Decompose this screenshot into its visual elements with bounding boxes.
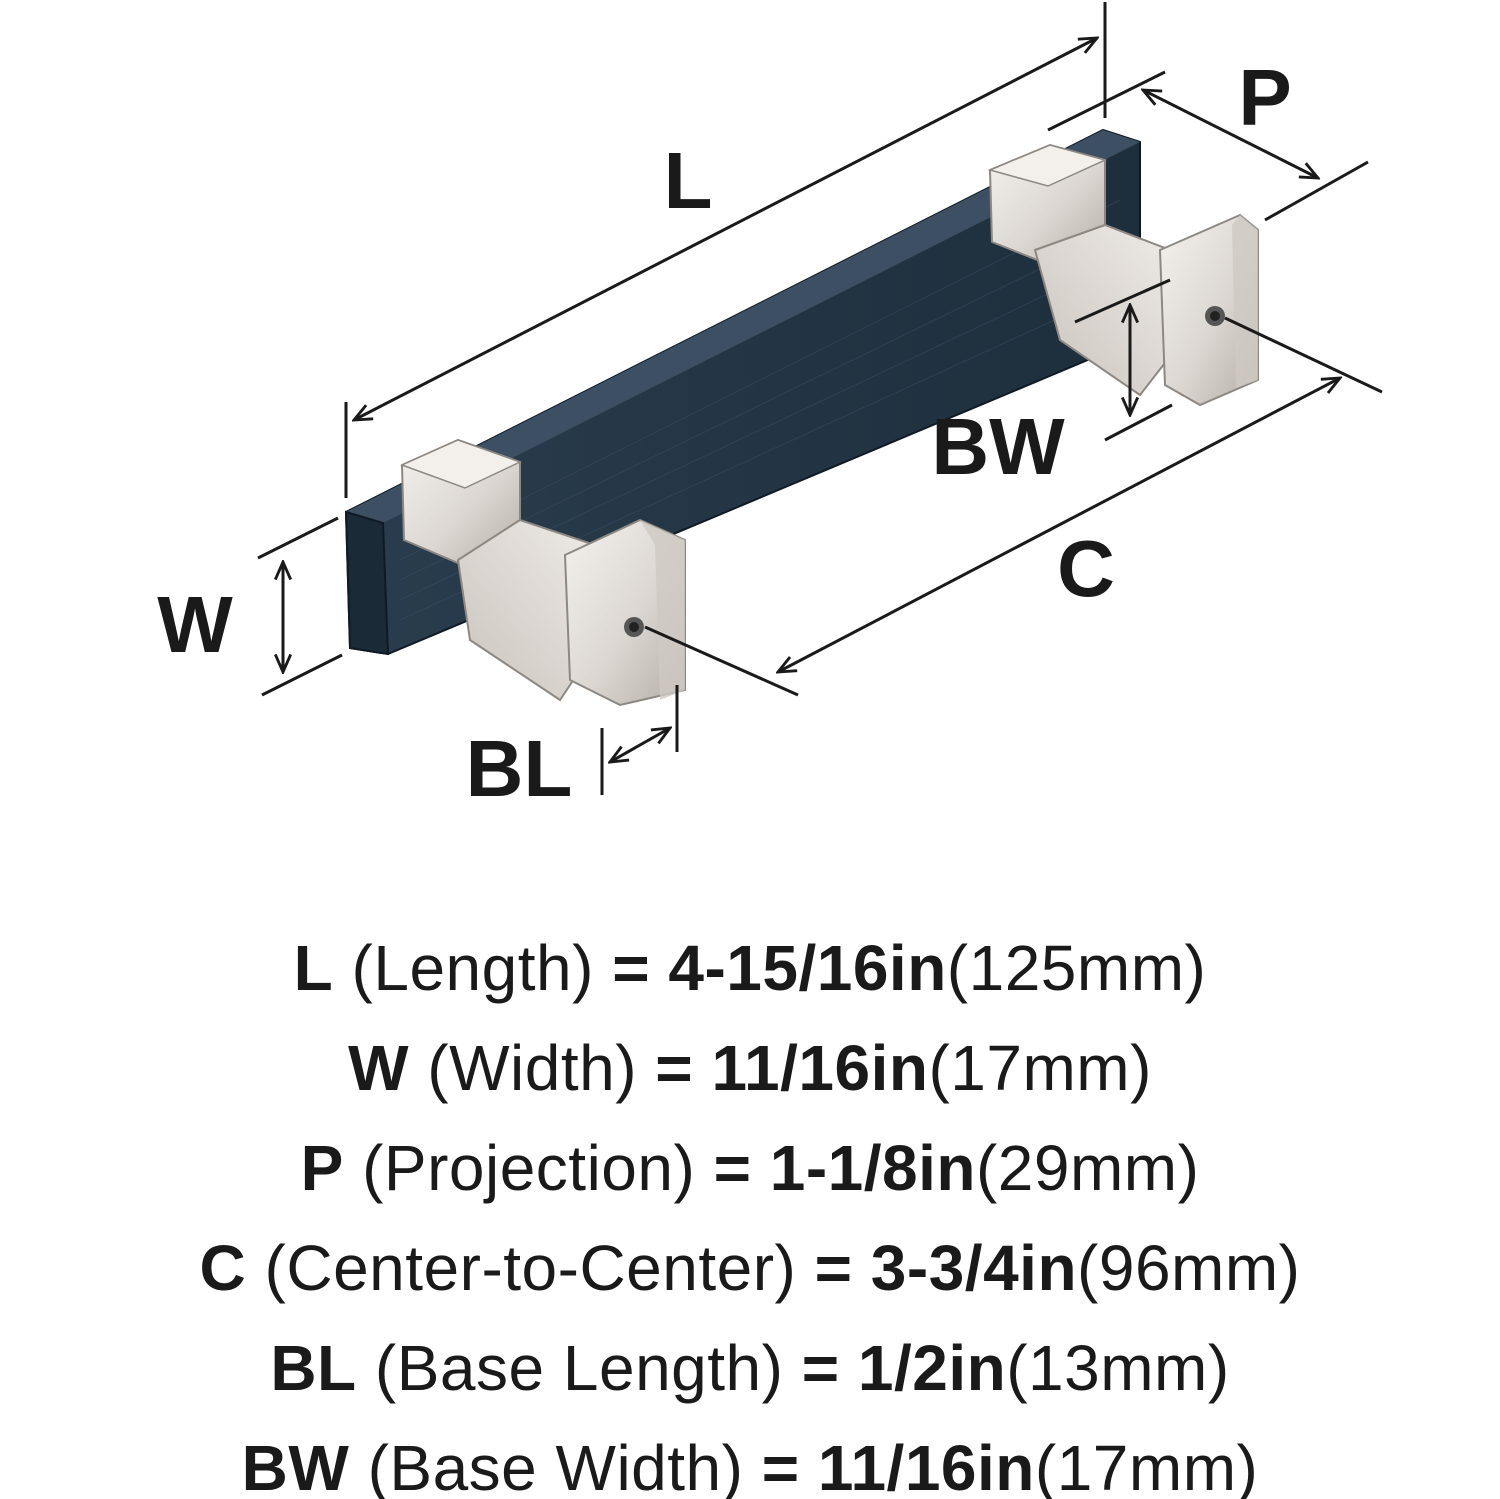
spec-row-projection: P (Projection) = 1-1/8in(29mm) xyxy=(0,1118,1500,1218)
spec-row-center-to-center: C (Center-to-Center) = 3-3/4in(96mm) xyxy=(0,1218,1500,1318)
dimension-lines xyxy=(257,2,1383,795)
bl-dimension-line xyxy=(610,728,670,762)
spec-row-base-length: BL (Base Length) = 1/2in(13mm) xyxy=(0,1318,1500,1418)
l-dimension-line xyxy=(354,38,1097,420)
spec-equals: = xyxy=(814,1232,853,1304)
spec-name: (Projection) xyxy=(362,1132,696,1204)
spec-metric: (17mm) xyxy=(928,1032,1152,1104)
label-w: W xyxy=(157,580,233,669)
spec-code: BL xyxy=(270,1332,357,1404)
w-extension-top xyxy=(257,516,339,560)
dimension-spec-list: L (Length) = 4-15/16in(125mm) W (Width) … xyxy=(0,918,1500,1499)
spec-imperial: 11/16in xyxy=(711,1032,929,1104)
spec-metric: (96mm) xyxy=(1077,1232,1301,1304)
label-c: C xyxy=(1057,524,1115,613)
spec-imperial: 1/2in xyxy=(857,1332,1007,1404)
spec-code: L xyxy=(293,932,334,1004)
w-extension-bottom xyxy=(261,653,343,697)
p-extension-left xyxy=(1047,70,1166,132)
spec-name: (Width) xyxy=(427,1032,638,1104)
spec-imperial: 11/16in xyxy=(817,1432,1035,1499)
p-dimension-line xyxy=(1143,90,1318,178)
spec-row-length: L (Length) = 4-15/16in(125mm) xyxy=(0,918,1500,1018)
spec-metric: (29mm) xyxy=(975,1132,1200,1204)
spec-imperial: 3-3/4in xyxy=(870,1232,1078,1304)
left-post xyxy=(400,438,686,707)
bw-extension-top xyxy=(1074,278,1171,324)
spec-name: (Center-to-Center) xyxy=(264,1232,797,1304)
spec-code: BW xyxy=(241,1432,350,1499)
p-extension-right xyxy=(1264,160,1369,222)
c-extension-left xyxy=(644,625,799,697)
spec-name: (Base Length) xyxy=(374,1332,784,1404)
spec-metric: (17mm) xyxy=(1034,1432,1259,1499)
spec-equals: = xyxy=(713,1132,752,1204)
spec-equals: = xyxy=(612,932,651,1004)
spec-name: (Base Width) xyxy=(367,1432,744,1499)
label-l: L xyxy=(664,136,713,225)
label-bw: BW xyxy=(931,402,1065,491)
spec-row-width: W (Width) = 11/16in(17mm) xyxy=(0,1018,1500,1118)
spec-metric: (13mm) xyxy=(1006,1332,1230,1404)
spec-metric: (125mm) xyxy=(946,932,1207,1004)
spec-code: P xyxy=(300,1132,344,1204)
c-dimension-line xyxy=(778,378,1340,672)
cabinet-pull-drawing: L P W BW C BL xyxy=(157,2,1383,813)
label-bl: BL xyxy=(466,724,573,813)
spec-code: W xyxy=(348,1032,410,1104)
bw-extension-bottom xyxy=(1104,403,1173,442)
label-p: P xyxy=(1238,53,1291,142)
spec-equals: = xyxy=(801,1332,840,1404)
c-extension-right xyxy=(1224,316,1383,394)
spec-imperial: 1-1/8in xyxy=(769,1132,976,1204)
spec-equals: = xyxy=(761,1432,800,1499)
spec-imperial: 4-15/16in xyxy=(668,932,947,1004)
spec-row-base-width: BW (Base Width) = 11/16in(17mm) xyxy=(0,1418,1500,1499)
spec-name: (Length) xyxy=(351,932,594,1004)
spec-code: C xyxy=(199,1232,247,1304)
spec-equals: = xyxy=(655,1032,694,1104)
